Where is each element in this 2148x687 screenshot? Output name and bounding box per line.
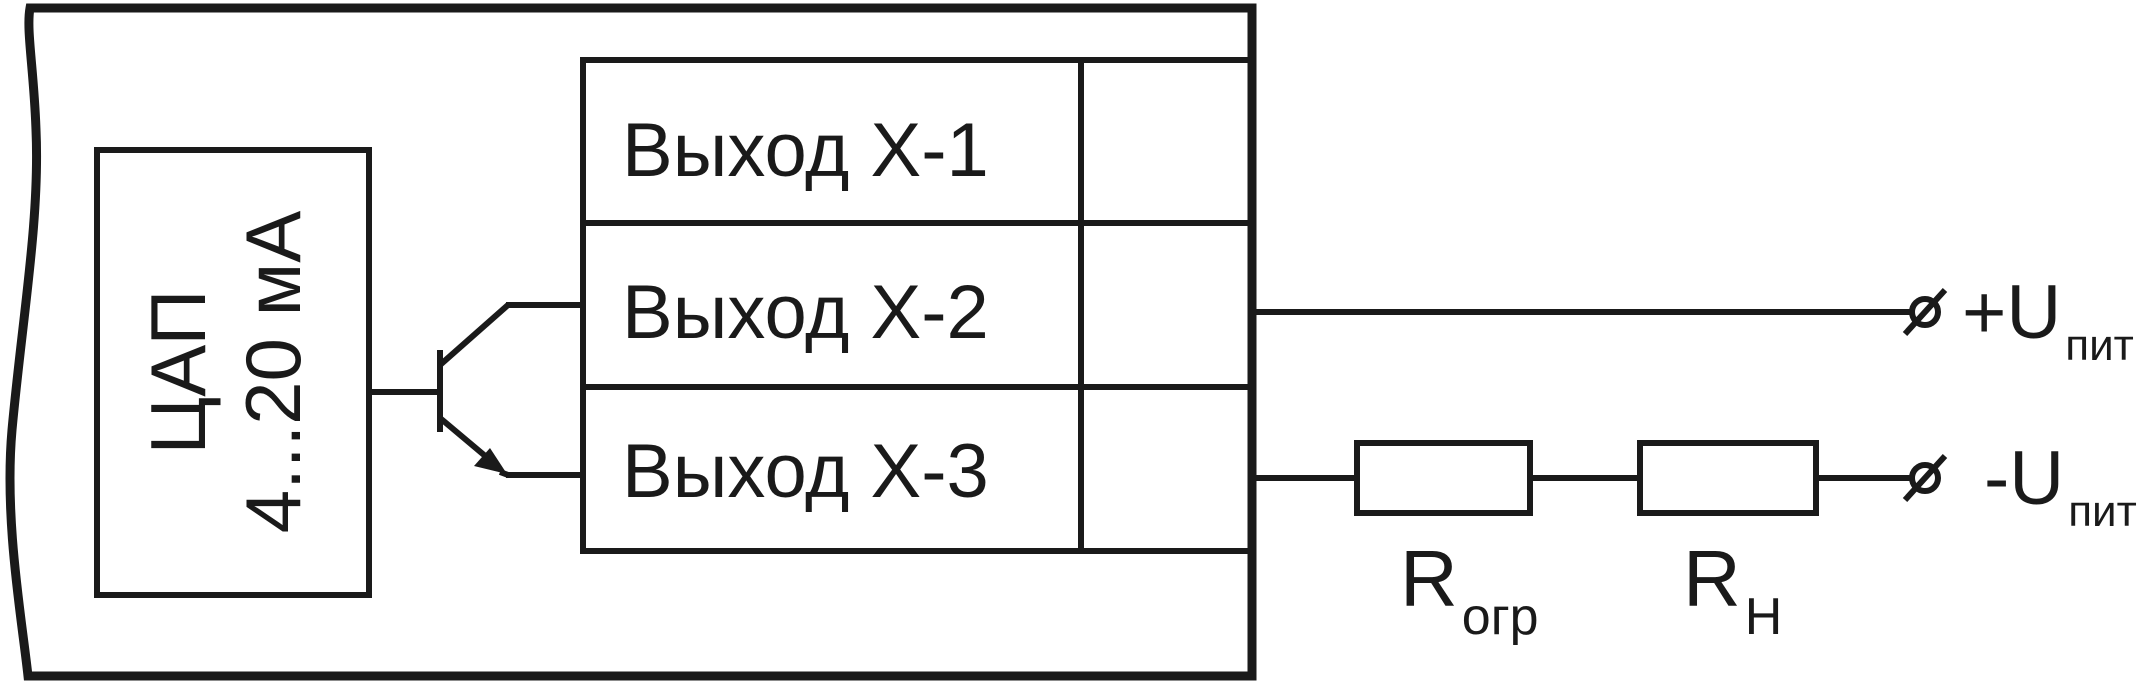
minus-terminal: -Uпит: [1902, 436, 2137, 536]
plus-terminal-slash: [1902, 287, 1948, 337]
plus-supply-sub: пит: [2065, 321, 2134, 370]
device-housing: [5, 3, 1257, 681]
dac-range: 4...20 мА: [229, 211, 317, 533]
output-terminal-block: Выход X-1 Выход X-2 Выход X-3: [580, 57, 1255, 554]
resistor-load-sub: Н: [1745, 588, 1783, 646]
resistor-load-label: RН: [1683, 534, 1782, 646]
minus-terminal-slash: [1902, 453, 1948, 503]
dac-label-line1: ЦАП: [134, 290, 222, 455]
resistor-limit-symbol: R: [1400, 534, 1458, 623]
minus-supply-label: -Uпит: [1984, 436, 2137, 536]
output-x3-label: Выход X-3: [622, 429, 989, 514]
terminal-block-frame: [580, 57, 1255, 554]
minus-terminal-icon: [1909, 462, 1941, 494]
minus-supply-sub: пит: [2068, 487, 2137, 536]
resistor-load-symbol: R: [1683, 534, 1741, 623]
plus-terminal-icon: [1909, 296, 1941, 328]
dac-box: [94, 147, 372, 598]
plus-supply-sign: +U: [1962, 270, 2061, 355]
transistor: [437, 302, 510, 478]
resistor-limit: [1354, 440, 1533, 516]
plus-terminal: +Uпит: [1902, 270, 2134, 370]
resistor-limit-sub: огр: [1462, 588, 1539, 646]
plus-supply-label: +Uпит: [1962, 270, 2134, 370]
transistor-collector: [438, 302, 510, 368]
dac-label-line2: 4...20 мА: [229, 211, 317, 533]
resistor-load: [1637, 440, 1819, 516]
emitter-arrow-icon: [474, 448, 507, 474]
dac-label: ЦАП: [134, 290, 222, 455]
minus-supply-sign: -U: [1984, 436, 2064, 521]
dac-block: ЦАП 4...20 мА: [94, 147, 372, 598]
transistor-emitter: [438, 415, 492, 463]
output-x1-label: Выход X-1: [622, 108, 989, 193]
output-x2-label: Выход X-2: [622, 270, 989, 355]
resistor-limit-label: Rогр: [1400, 534, 1539, 646]
